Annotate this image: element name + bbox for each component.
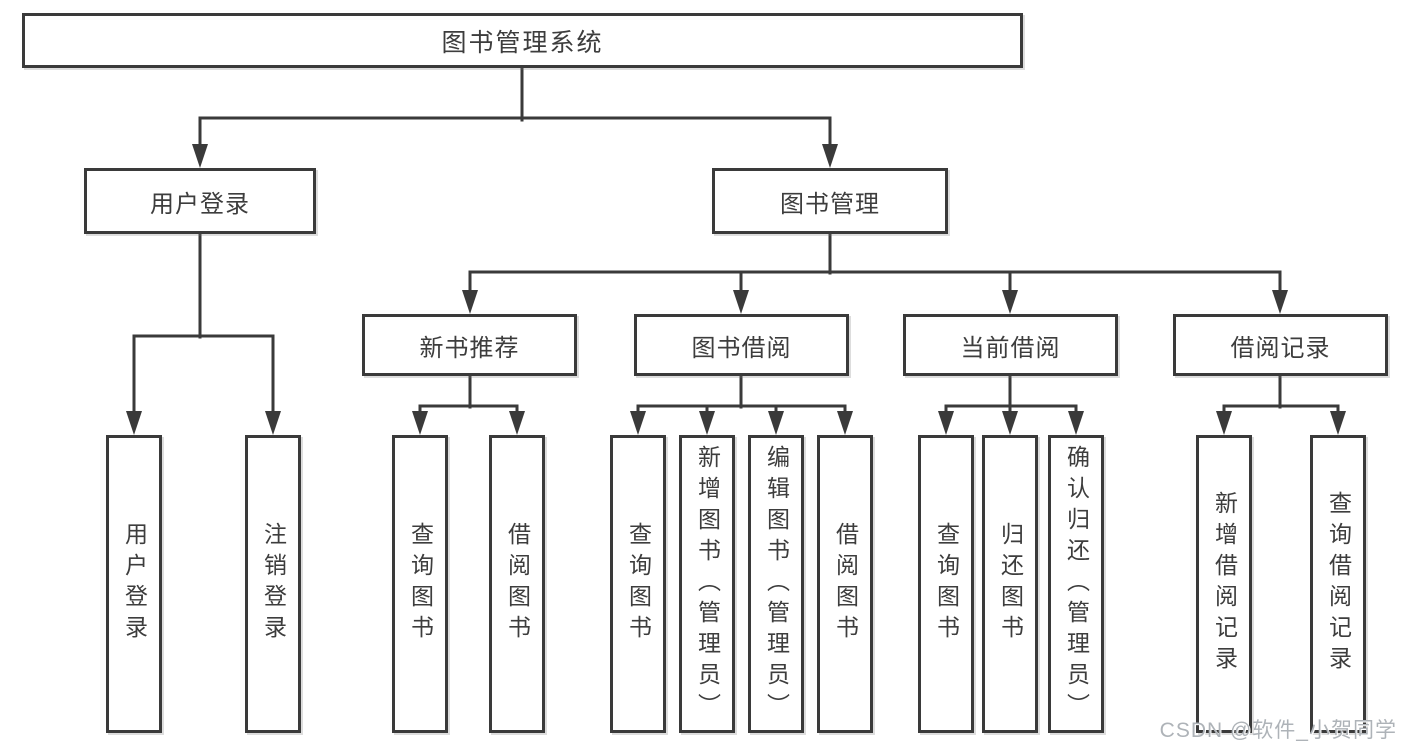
node-user-login: 用户登录 (84, 168, 316, 234)
node-book-borrowing: 图书借阅 (634, 314, 849, 376)
node-label: 用户登录 (150, 190, 250, 218)
leaf-confirm-return-admin: 确认归还（管理员） (1048, 435, 1104, 733)
node-label: 借阅记录 (1230, 334, 1331, 362)
leaf-query-books-current: 查询图书 (918, 435, 974, 733)
leaf-label: 查询图书 (625, 522, 652, 646)
leaf-add-book-admin: 新增图书（管理员） (679, 435, 735, 733)
arrowheads (126, 144, 1346, 435)
leaf-logout: 注销登录 (245, 435, 301, 733)
node-library-management-system: 图书管理系统 (22, 13, 1023, 68)
leaf-label: 归还图书 (997, 522, 1024, 646)
node-book-management: 图书管理 (712, 168, 948, 234)
node-label: 当前借阅 (960, 334, 1061, 362)
leaf-label: 注销登录 (260, 522, 287, 646)
leaf-label: 编辑图书（管理员） (763, 444, 790, 724)
leaf-label: 查询借阅记录 (1325, 491, 1352, 677)
node-label: 新书推荐 (419, 334, 520, 362)
leaf-borrow-books-recommend: 借阅图书 (489, 435, 545, 733)
leaf-label: 用户登录 (121, 522, 148, 646)
node-current-borrowing: 当前借阅 (903, 314, 1118, 376)
node-label: 图书借阅 (691, 334, 792, 362)
leaf-label: 确认归还（管理员） (1063, 444, 1090, 724)
node-label: 图书管理系统 (441, 28, 604, 57)
leaf-label: 查询图书 (407, 522, 434, 646)
leaf-label: 借阅图书 (832, 522, 859, 646)
leaf-user-login: 用户登录 (106, 435, 162, 733)
node-new-book-recommend: 新书推荐 (362, 314, 577, 376)
csdn-watermark: CSDN @软件_小贺同学 (1159, 719, 1397, 742)
leaf-query-borrow-record: 查询借阅记录 (1310, 435, 1366, 733)
leaf-add-borrow-record: 新增借阅记录 (1196, 435, 1252, 733)
leaf-label: 新增图书（管理员） (694, 444, 721, 724)
leaf-borrow-books: 借阅图书 (817, 435, 873, 733)
leaf-query-books-borrowing: 查询图书 (610, 435, 666, 733)
node-borrowing-records: 借阅记录 (1173, 314, 1388, 376)
leaf-edit-book-admin: 编辑图书（管理员） (748, 435, 804, 733)
leaf-label: 查询图书 (933, 522, 960, 646)
leaf-label: 借阅图书 (504, 522, 531, 646)
leaf-query-books-recommend: 查询图书 (392, 435, 448, 733)
leaf-label: 新增借阅记录 (1211, 491, 1238, 677)
node-label: 图书管理 (780, 190, 880, 218)
leaf-return-book: 归还图书 (982, 435, 1038, 733)
